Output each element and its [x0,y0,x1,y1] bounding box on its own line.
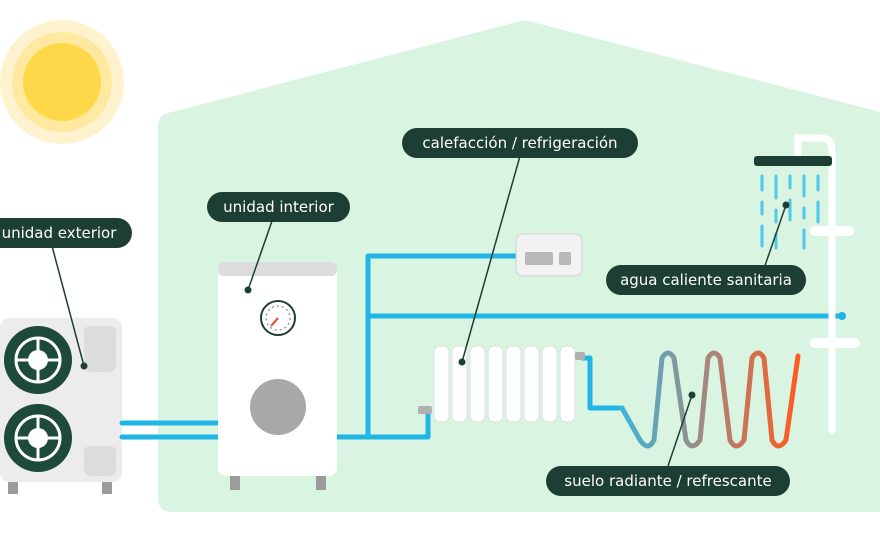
pipes [119,253,845,440]
shower-icon [754,134,860,434]
outdoor-unit [0,318,122,494]
underfloor-coil [619,350,801,449]
label-indoor-unit: unidad interior [207,192,350,222]
fan-icon [4,326,72,394]
label-hot-water: agua caliente sanitaria [606,265,806,295]
sun-icon [0,20,124,144]
leader-dots [80,201,790,399]
label-heating-cooling: calefacción / refrigeración [402,128,638,158]
label-outdoor-unit: unidad exterior [0,218,132,248]
pressure-gauge-icon [260,300,296,336]
thermostat-icon [515,233,583,277]
fan-icon [4,404,72,472]
label-underfloor: suelo radiante / refrescante [546,466,790,496]
radiator-icon [418,345,585,423]
indoor-unit [218,262,337,490]
